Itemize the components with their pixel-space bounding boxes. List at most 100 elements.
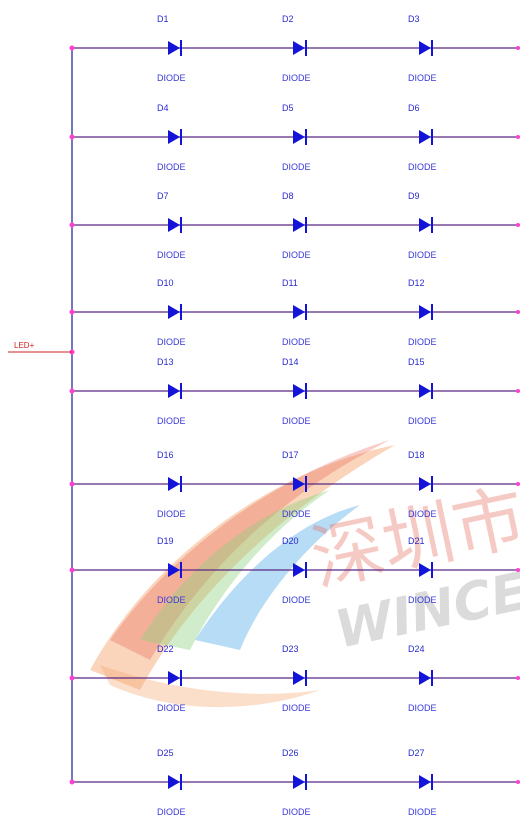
diode-value-label: DIODE	[157, 250, 186, 260]
diode-symbol	[168, 305, 180, 319]
diode-ref-label: D7	[157, 191, 169, 201]
diode-value-label: DIODE	[157, 807, 186, 817]
diode-value-label: DIODE	[282, 595, 311, 605]
diode-symbol	[419, 384, 431, 398]
junction-node	[69, 675, 75, 681]
diode-value-label: DIODE	[157, 595, 186, 605]
diode-symbol	[168, 563, 180, 577]
diode-ref-label: D3	[408, 14, 420, 24]
junction-node	[516, 568, 520, 572]
diode-ref-label: D21	[408, 536, 425, 546]
junction-node	[516, 135, 520, 139]
diode-ref-label: D4	[157, 103, 169, 113]
diode-value-label: DIODE	[282, 162, 311, 172]
junction-node	[516, 310, 520, 314]
diode-value-label: DIODE	[157, 509, 186, 519]
diode-symbol	[168, 218, 180, 232]
junction-node	[516, 676, 520, 680]
diode-symbol	[168, 671, 180, 685]
diode-symbol	[293, 130, 305, 144]
diode-ref-label: D22	[157, 644, 174, 654]
diode-ref-label: D13	[157, 357, 174, 367]
diode-ref-label: D25	[157, 748, 174, 758]
diode-ref-label: D12	[408, 278, 425, 288]
diode-ref-label: D15	[408, 357, 425, 367]
diode-value-label: DIODE	[157, 73, 186, 83]
diode-symbol	[293, 563, 305, 577]
diode-ref-label: D8	[282, 191, 294, 201]
diode-ref-label: D18	[408, 450, 425, 460]
diode-value-label: DIODE	[408, 416, 437, 426]
diode-value-label: DIODE	[408, 703, 437, 713]
diode-symbol	[419, 41, 431, 55]
diode-symbol	[168, 384, 180, 398]
diode-value-label: DIODE	[157, 416, 186, 426]
diode-ref-label: D2	[282, 14, 294, 24]
watermark-swoosh-orange	[90, 445, 395, 690]
diode-symbol	[419, 671, 431, 685]
diode-symbol	[168, 130, 180, 144]
diode-value-label: DIODE	[282, 416, 311, 426]
diode-symbol	[419, 563, 431, 577]
diode-symbol	[168, 477, 180, 491]
junction-node	[69, 567, 75, 573]
diode-symbol	[293, 477, 305, 491]
diode-ref-label: D10	[157, 278, 174, 288]
diode-value-label: DIODE	[282, 73, 311, 83]
diode-symbol	[293, 41, 305, 55]
watermark-swoosh-blue	[195, 505, 360, 650]
junction-node	[69, 222, 75, 228]
diode-ref-label: D16	[157, 450, 174, 460]
diode-value-label: DIODE	[282, 807, 311, 817]
junction-node	[69, 134, 75, 140]
diode-ref-label: D24	[408, 644, 425, 654]
diode-symbol	[419, 218, 431, 232]
junction-node	[69, 779, 75, 785]
diode-ref-label: D17	[282, 450, 299, 460]
junction-node	[69, 309, 75, 315]
diode-ref-label: D27	[408, 748, 425, 758]
diode-symbol	[419, 305, 431, 319]
diode-symbol	[293, 671, 305, 685]
diode-value-label: DIODE	[408, 162, 437, 172]
diode-ref-label: D26	[282, 748, 299, 758]
diode-value-label: DIODE	[157, 162, 186, 172]
diode-value-label: DIODE	[282, 337, 311, 347]
diode-ref-label: D20	[282, 536, 299, 546]
net-port-led-plus: LED+	[8, 341, 72, 353]
diode-value-label: DIODE	[157, 703, 186, 713]
diode-value-label: DIODE	[408, 73, 437, 83]
junction-node	[69, 388, 75, 394]
diode-ref-label: D11	[282, 278, 298, 288]
diode-symbol	[419, 130, 431, 144]
diode-value-label: DIODE	[282, 509, 311, 519]
junction-node	[69, 45, 75, 51]
diode-symbol	[419, 477, 431, 491]
diode-symbol	[419, 775, 431, 789]
diode-value-label: DIODE	[282, 250, 311, 260]
diode-ref-label: D14	[282, 357, 299, 367]
net-label: LED+	[14, 341, 35, 350]
diode-value-label: DIODE	[157, 337, 186, 347]
junction-node	[516, 389, 520, 393]
diode-value-label: DIODE	[408, 509, 437, 519]
diode-value-label: DIODE	[408, 595, 437, 605]
diode-ref-label: D5	[282, 103, 294, 113]
diode-value-label: DIODE	[408, 250, 437, 260]
junction-node	[516, 223, 520, 227]
diode-ref-label: D23	[282, 644, 299, 654]
diode-symbol	[168, 41, 180, 55]
diode-value-label: DIODE	[408, 337, 437, 347]
junction-node	[516, 482, 520, 486]
diode-symbol	[293, 384, 305, 398]
diode-ref-label: D19	[157, 536, 174, 546]
diode-ref-label: D6	[408, 103, 420, 113]
diode-ref-label: D9	[408, 191, 420, 201]
diode-symbol	[168, 775, 180, 789]
circuit: D1DIODED2DIODED3DIODED4DIODED5DIODED6DIO…	[69, 14, 520, 817]
watermark-swoosh-lower	[100, 665, 320, 708]
watermark-swoosh-red	[110, 440, 390, 660]
diode-ref-label: D1	[157, 14, 169, 24]
diode-symbol	[293, 305, 305, 319]
